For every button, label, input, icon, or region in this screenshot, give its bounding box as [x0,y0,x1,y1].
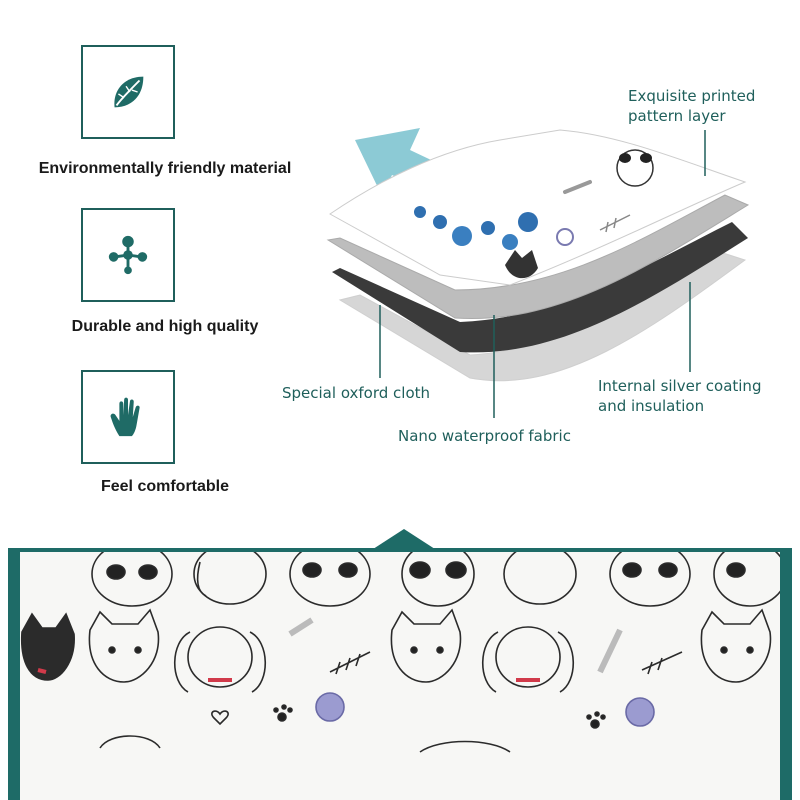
molecule-icon [108,235,148,275]
callout-oxford: Special oxford cloth [282,384,431,402]
cat-icon [700,608,772,683]
fishbone-icon [599,214,631,233]
feature-box-eco [81,45,175,139]
fishbone-icon [641,651,683,675]
panda-icon [289,552,371,607]
feature-label-eco: Environmentally friendly material [38,160,292,177]
cat-icon [390,608,462,683]
callout-printed-layer: Exquisite printed pattern layer [628,87,756,125]
dog-icon [173,626,267,693]
dog-icon [481,626,575,693]
panda-icon [616,149,654,187]
cat-icon [505,250,538,279]
yarn-ball-icon [625,697,655,727]
feature-box-comfort [81,370,175,464]
bone-icon [597,628,623,674]
callout-nano: Nano waterproof fabric [398,427,571,445]
yarn-ball-icon [556,228,574,246]
feature-box-durable [81,208,175,302]
water-droplets [414,206,538,250]
panda-icon [91,552,173,607]
cat-icon [88,608,160,683]
panda-icon [401,552,475,607]
paw-icon [273,704,293,722]
feature-label-comfort: Feel comfortable [100,478,230,495]
printed-layer [329,129,747,286]
panda-icon [609,552,691,607]
fabric-pattern [20,552,780,800]
silver-layer [326,194,750,320]
paw-icon [586,711,606,729]
fishbone-icon [329,651,371,675]
yarn-ball-icon [315,692,345,722]
cat-icon [99,735,161,749]
layers-diagram [326,128,750,418]
cat-icon [20,612,75,681]
bone-icon [288,617,314,637]
dog-icon [193,552,267,605]
panda-icon [713,552,780,607]
feature-label-durable: Durable and high quality [71,318,259,335]
heart-icon [211,710,229,726]
hand-icon [110,397,140,437]
band-notch [370,529,438,551]
callout-silver: Internal silver coating and insulation [598,377,762,415]
leaf-icon [114,76,144,108]
bone-icon [563,180,592,194]
dog-icon [419,740,511,753]
nano-layer [332,222,748,353]
dog-icon [503,552,577,605]
